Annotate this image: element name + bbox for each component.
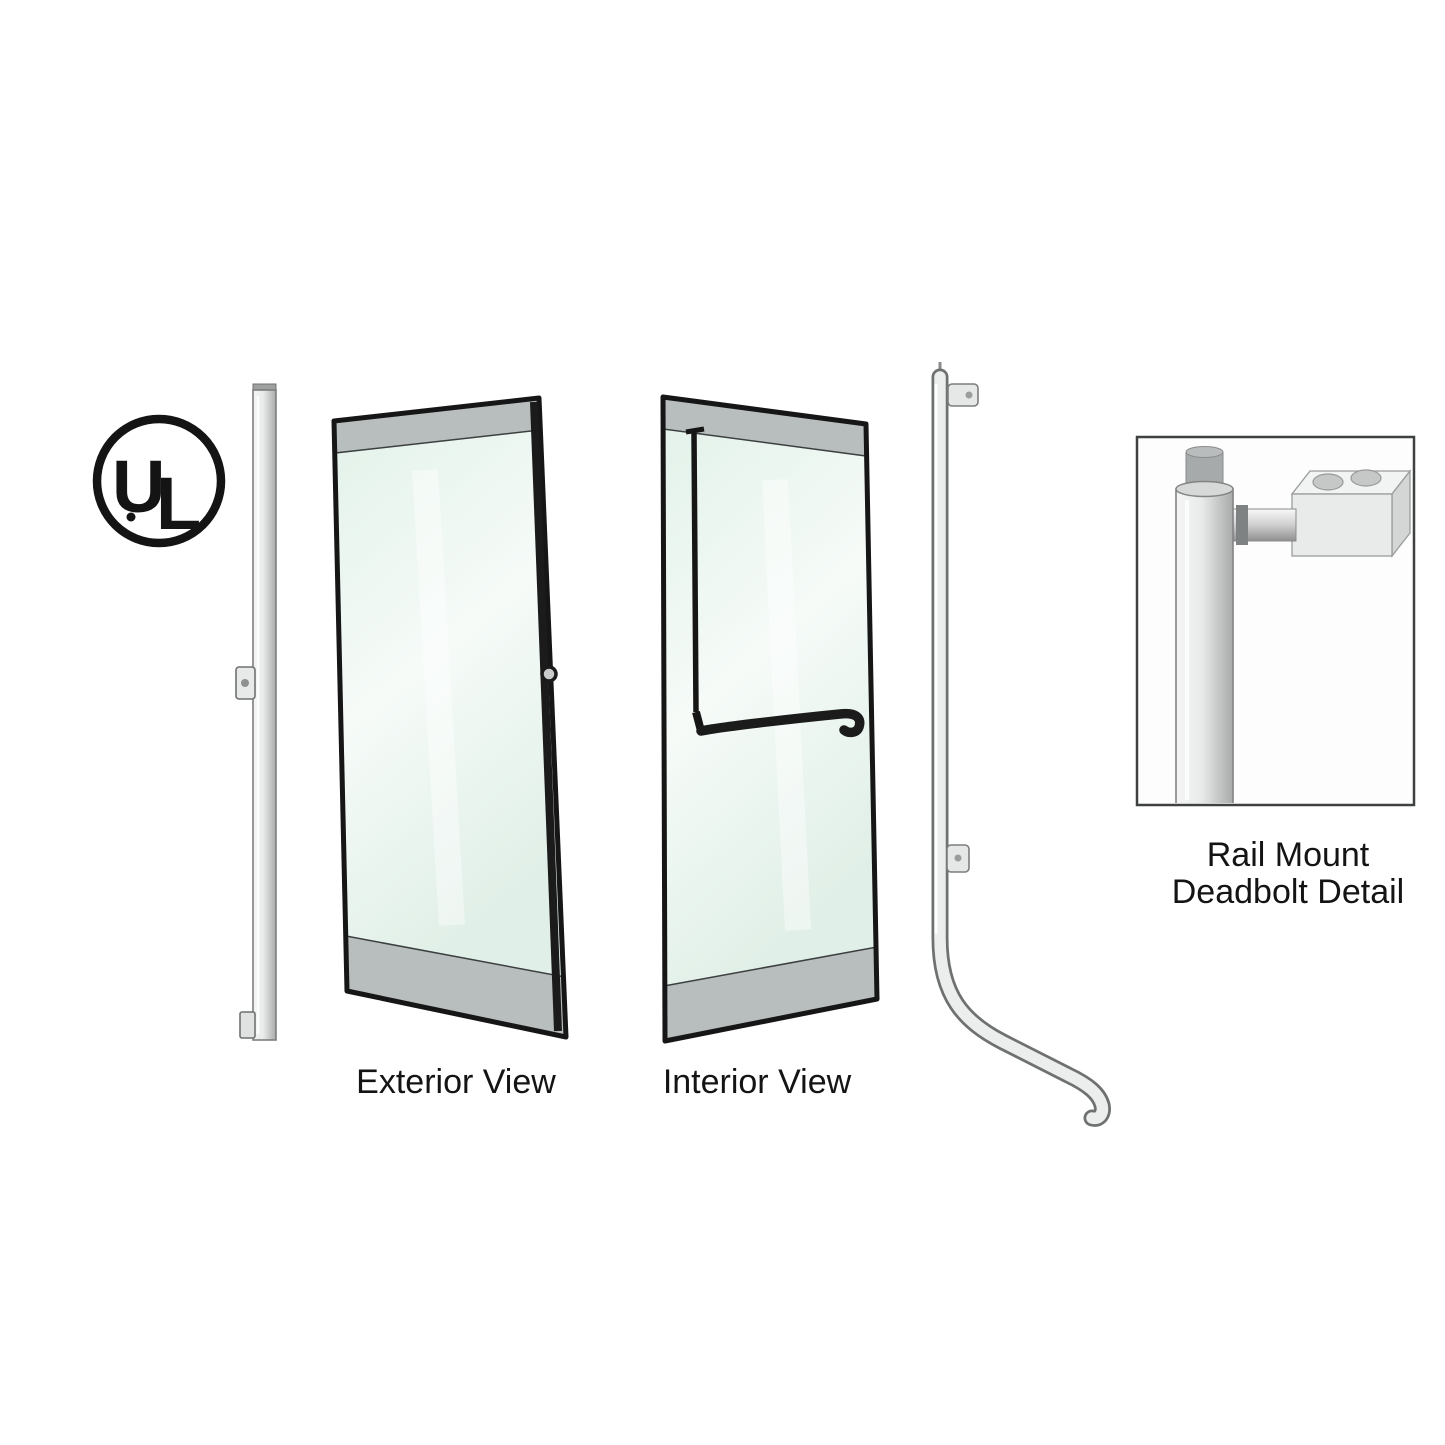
tube-body (1175, 488, 1234, 803)
rail-mid-bracket (946, 844, 970, 873)
exterior-glass-streak (412, 469, 465, 926)
deadbolt-detail-inset: Rail Mount Deadbolt Detail (1135, 435, 1416, 911)
ul-letter-u: U (112, 445, 165, 528)
top-bracket-body (947, 383, 979, 407)
bottom-fitting-body (239, 1011, 256, 1039)
block-top-boss-right (1350, 469, 1382, 487)
exterior-door-glass (335, 430, 565, 977)
block-top-face (1290, 470, 1412, 495)
deadbolt-body-block (1290, 469, 1412, 558)
detail-caption-line2: Deadbolt Detail (1172, 873, 1404, 911)
exterior-door (331, 395, 569, 1040)
detail-rail-tube (1175, 480, 1234, 803)
block-top-boss-left (1312, 473, 1344, 491)
exterior-cylinder-knob (540, 665, 558, 683)
handle-grip-bar (696, 708, 865, 738)
lock-rail-bar (252, 389, 277, 1041)
detail-caption-line1: Rail Mount (1207, 836, 1370, 874)
rail-top-bracket (947, 383, 979, 407)
exterior-lock-rail-edge (530, 401, 562, 1032)
mid-bracket-screw (954, 854, 962, 862)
handle-top-mount (685, 426, 705, 435)
exterior-view-label: Exterior View (356, 1063, 556, 1101)
interior-view-label: Interior View (663, 1063, 852, 1101)
top-bracket-screw (965, 391, 973, 399)
interior-door (660, 394, 880, 1044)
tube-top-ellipse (1175, 480, 1234, 498)
detail-contents (1175, 446, 1412, 803)
rail-bottom-fitting (239, 1011, 256, 1039)
keeper-hole (241, 679, 249, 687)
deadbolt-throw (1229, 505, 1297, 545)
rail-tube-fill (934, 371, 1109, 1125)
rail-latch-keeper (235, 666, 256, 700)
interior-door-glass (663, 429, 877, 986)
bolt-collar-ring (1236, 505, 1248, 545)
interior-deadbolt-handle (685, 426, 865, 738)
ul-circle (92, 414, 226, 548)
handle-vertical-rod (691, 432, 699, 713)
rail-with-offset-handle (931, 362, 1111, 1127)
ul-registered-dot (126, 512, 136, 522)
interior-door-outline (660, 394, 880, 1044)
block-front-face (1291, 493, 1393, 557)
ul-certification-mark: U L (92, 414, 226, 548)
exterior-door-outline (331, 395, 569, 1040)
ul-letter-l: L (156, 462, 201, 545)
interior-glass-streak (762, 479, 811, 931)
cap-top (1185, 446, 1224, 458)
lock-rail-standalone (235, 383, 277, 1041)
